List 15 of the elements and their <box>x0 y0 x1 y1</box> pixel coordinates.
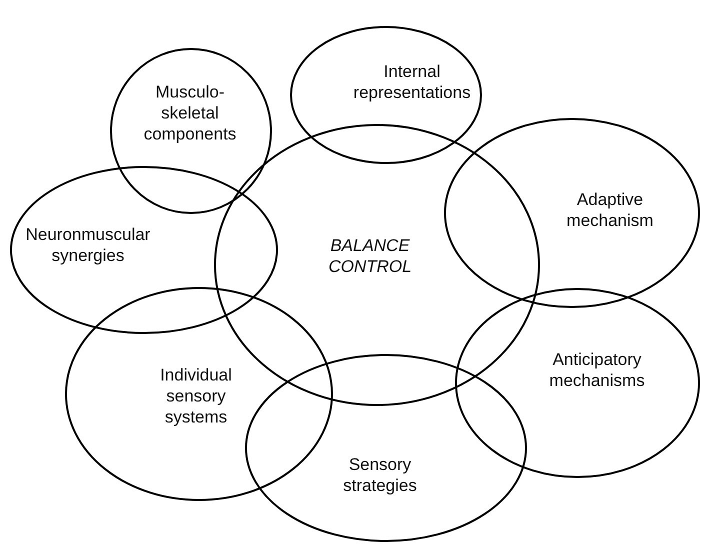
node-label: Anticipatory mechanisms <box>548 349 646 391</box>
node-label: Adaptive mechanism <box>566 189 654 231</box>
node-label: Individual sensory systems <box>159 364 233 428</box>
oval-node <box>65 287 333 501</box>
node-label: BALANCE CONTROL <box>327 235 413 277</box>
node-label: Musculo- skeletal components <box>142 82 238 144</box>
oval-node <box>110 48 272 214</box>
oval-node <box>444 118 700 308</box>
node-label: Neuronmuscular synergies <box>24 224 152 266</box>
oval-node <box>10 166 278 334</box>
oval-node <box>455 288 700 478</box>
oval-node <box>245 354 527 542</box>
node-label: Sensory strategies <box>342 454 418 496</box>
oval-node <box>290 26 482 164</box>
node-label: Internal representations <box>352 61 472 103</box>
